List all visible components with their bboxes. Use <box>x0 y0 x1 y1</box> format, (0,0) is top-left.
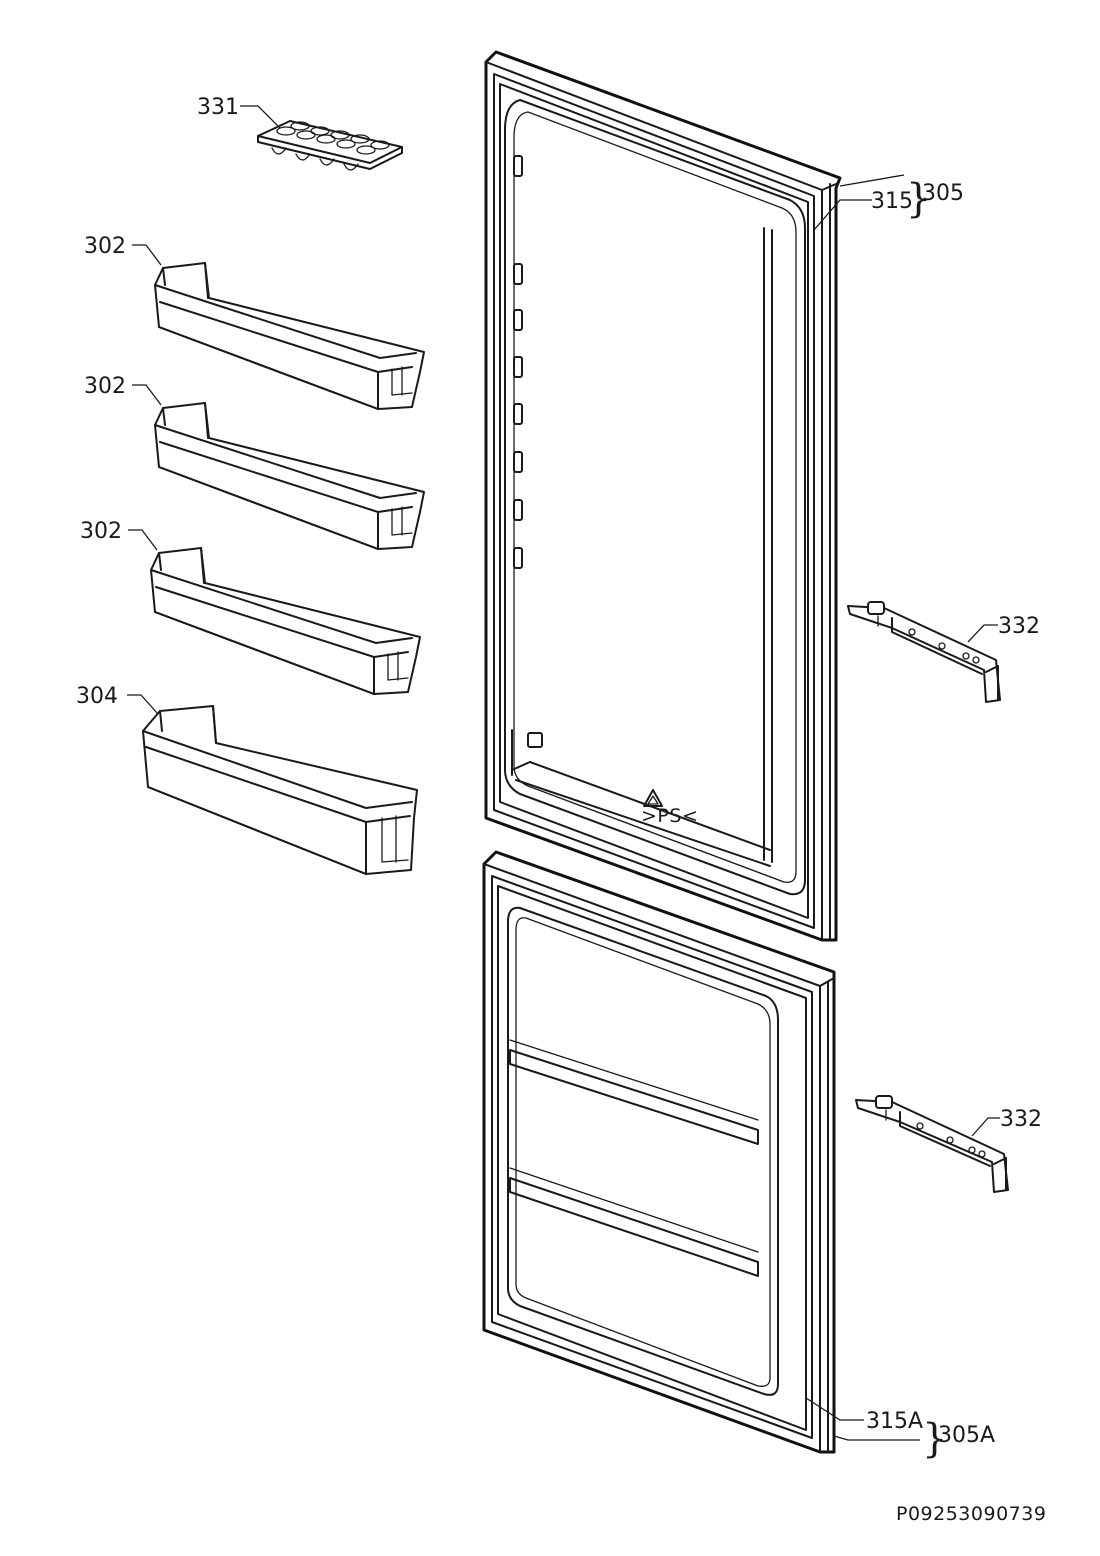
callout-332-lower: 332 <box>971 1107 1042 1137</box>
door-shelf-302-b <box>154 402 425 550</box>
lower-hinge-332 <box>855 1095 1009 1193</box>
drawing-code: P09253090739 <box>896 1503 1046 1525</box>
label-315A: 315A <box>866 1409 923 1434</box>
label-332-lower: 332 <box>1000 1107 1042 1132</box>
door-shelf-302-a <box>154 262 425 410</box>
callout-332-upper: 332 <box>967 614 1040 643</box>
brace-305: } <box>906 176 931 222</box>
bottle-shelf-304 <box>142 705 418 875</box>
label-302-c: 302 <box>80 519 122 544</box>
upper-hinge-332 <box>847 601 1001 703</box>
brace-305A: } <box>922 1416 947 1462</box>
label-315: 315 <box>871 189 913 214</box>
callout-302-a: 302 <box>84 234 162 266</box>
label-331: 331 <box>197 95 239 120</box>
label-305A: 305A <box>938 1423 995 1448</box>
label-332-upper: 332 <box>998 614 1040 639</box>
label-304: 304 <box>76 684 118 709</box>
callout-304: 304 <box>76 684 159 715</box>
callout-302-c: 302 <box>80 519 158 551</box>
callout-305A: 315A } 305A <box>805 1397 995 1462</box>
upper-door-305: >PS< <box>484 50 842 942</box>
door-shelf-302-c <box>150 547 421 695</box>
callout-302-b: 302 <box>84 374 162 406</box>
callout-331: 331 <box>197 95 281 129</box>
callout-305: 315 } 305 <box>813 174 964 231</box>
recycle-mark: >PS< <box>641 805 698 827</box>
label-302-a: 302 <box>84 234 126 259</box>
label-305: 305 <box>922 181 964 206</box>
label-302-b: 302 <box>84 374 126 399</box>
lower-door-305A <box>482 850 836 1454</box>
egg-tray-331 <box>257 120 403 171</box>
